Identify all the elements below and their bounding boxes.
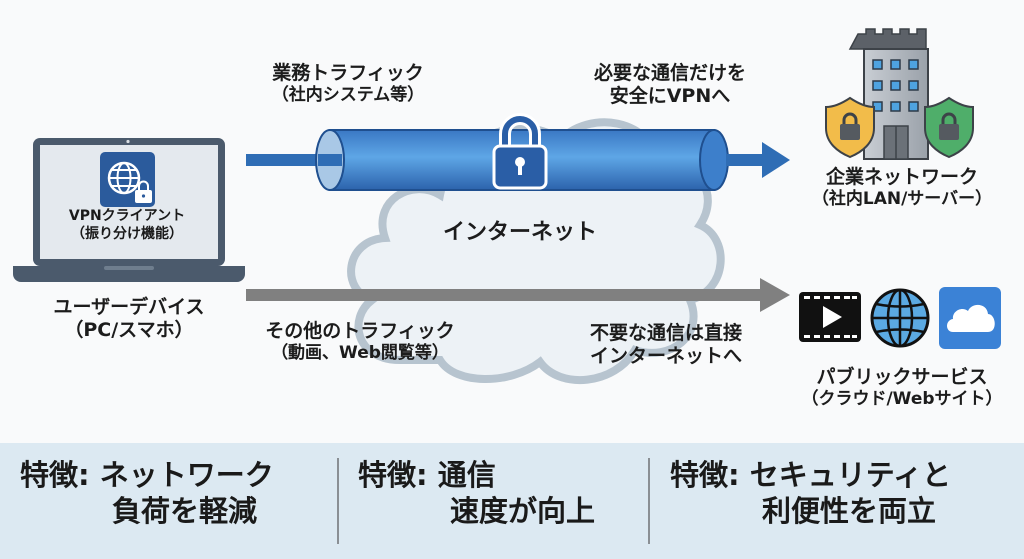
- feature-2-line2: 速度が向上: [450, 494, 596, 529]
- feature-speed: 特徴: 通信 速度が向上: [358, 457, 648, 530]
- public-services-subtitle: （クラウド/Webサイト）: [801, 388, 1003, 409]
- feature-3-line2: 利便性を両立: [762, 494, 937, 529]
- business-traffic-title: 業務トラフィック: [272, 62, 424, 84]
- user-device-subtitle: （PC/スマホ）: [64, 318, 194, 341]
- globe-icon: [870, 288, 930, 348]
- feature-2-line1: 特徴: 通信: [358, 458, 496, 492]
- vpn-client-app-icon: [100, 152, 155, 207]
- direct-note-line2: インターネットへ: [589, 344, 742, 367]
- video-film-icon: [799, 292, 861, 342]
- feature-3-line1: 特徴: セキュリティと: [670, 458, 951, 492]
- corporate-network-title: 企業ネットワーク: [825, 166, 978, 188]
- vpn-note: 必要な通信だけを 安全にVPNへ: [570, 62, 770, 108]
- feature-1-line1: 特徴: ネットワーク: [20, 458, 274, 492]
- corporate-network-subtitle: （社内LAN/サーバー）: [811, 188, 993, 209]
- other-traffic-label: その他のトラフィック （動画、Web閲覧等）: [245, 320, 475, 363]
- shield-yellow-icon: [825, 96, 875, 159]
- feature-bar: 特徴: ネットワーク 負荷を軽減 特徴: 通信 速度が向上 特徴: セキュリティ…: [0, 443, 1024, 559]
- vpn-client-label: VPNクライアント （振り分け機能）: [57, 208, 197, 243]
- corporate-network-label: 企業ネットワーク （社内LAN/サーバー）: [792, 166, 1012, 209]
- lock-icon: [492, 113, 548, 190]
- internet-label: インターネット: [442, 220, 597, 245]
- other-traffic-title: その他のトラフィック: [265, 320, 455, 342]
- cloud-service-icon: [939, 287, 1001, 349]
- vpn-client-subtitle: （振り分け機能）: [71, 225, 183, 242]
- vpn-note-line1: 必要な通信だけを: [593, 62, 746, 84]
- feature-divider: [648, 458, 650, 544]
- direct-internet-note: 不要な通信は直接 インターネットへ: [566, 322, 766, 368]
- other-traffic-subtitle: （動画、Web閲覧等）: [271, 342, 449, 363]
- user-device-title: ユーザーデバイス: [53, 296, 205, 318]
- feature-network-load: 特徴: ネットワーク 負荷を軽減: [20, 457, 330, 530]
- feature-divider: [337, 458, 339, 544]
- shield-green-icon: [924, 96, 974, 159]
- vpn-client-title: VPNクライアント: [68, 208, 186, 224]
- vpn-split-tunnel-diagram: [13, 28, 1001, 385]
- business-traffic-label: 業務トラフィック （社内システム等）: [248, 62, 448, 105]
- public-services-title: パブリックサービス: [816, 366, 988, 388]
- corporate-building-icon: [848, 28, 929, 160]
- direct-note-line1: 不要な通信は直接: [589, 322, 742, 344]
- public-services-label: パブリックサービス （クラウド/Webサイト）: [786, 366, 1018, 409]
- business-traffic-subtitle: （社内システム等）: [271, 84, 425, 105]
- user-device-label: ユーザーデバイス （PC/スマホ）: [14, 296, 244, 342]
- feature-1-line2: 負荷を軽減: [112, 494, 258, 529]
- feature-security-convenience: 特徴: セキュリティと 利便性を両立: [670, 457, 1020, 530]
- vpn-arrow: [726, 142, 790, 178]
- direct-internet-arrow: [246, 278, 790, 312]
- vpn-note-line2: 安全にVPNへ: [609, 84, 731, 107]
